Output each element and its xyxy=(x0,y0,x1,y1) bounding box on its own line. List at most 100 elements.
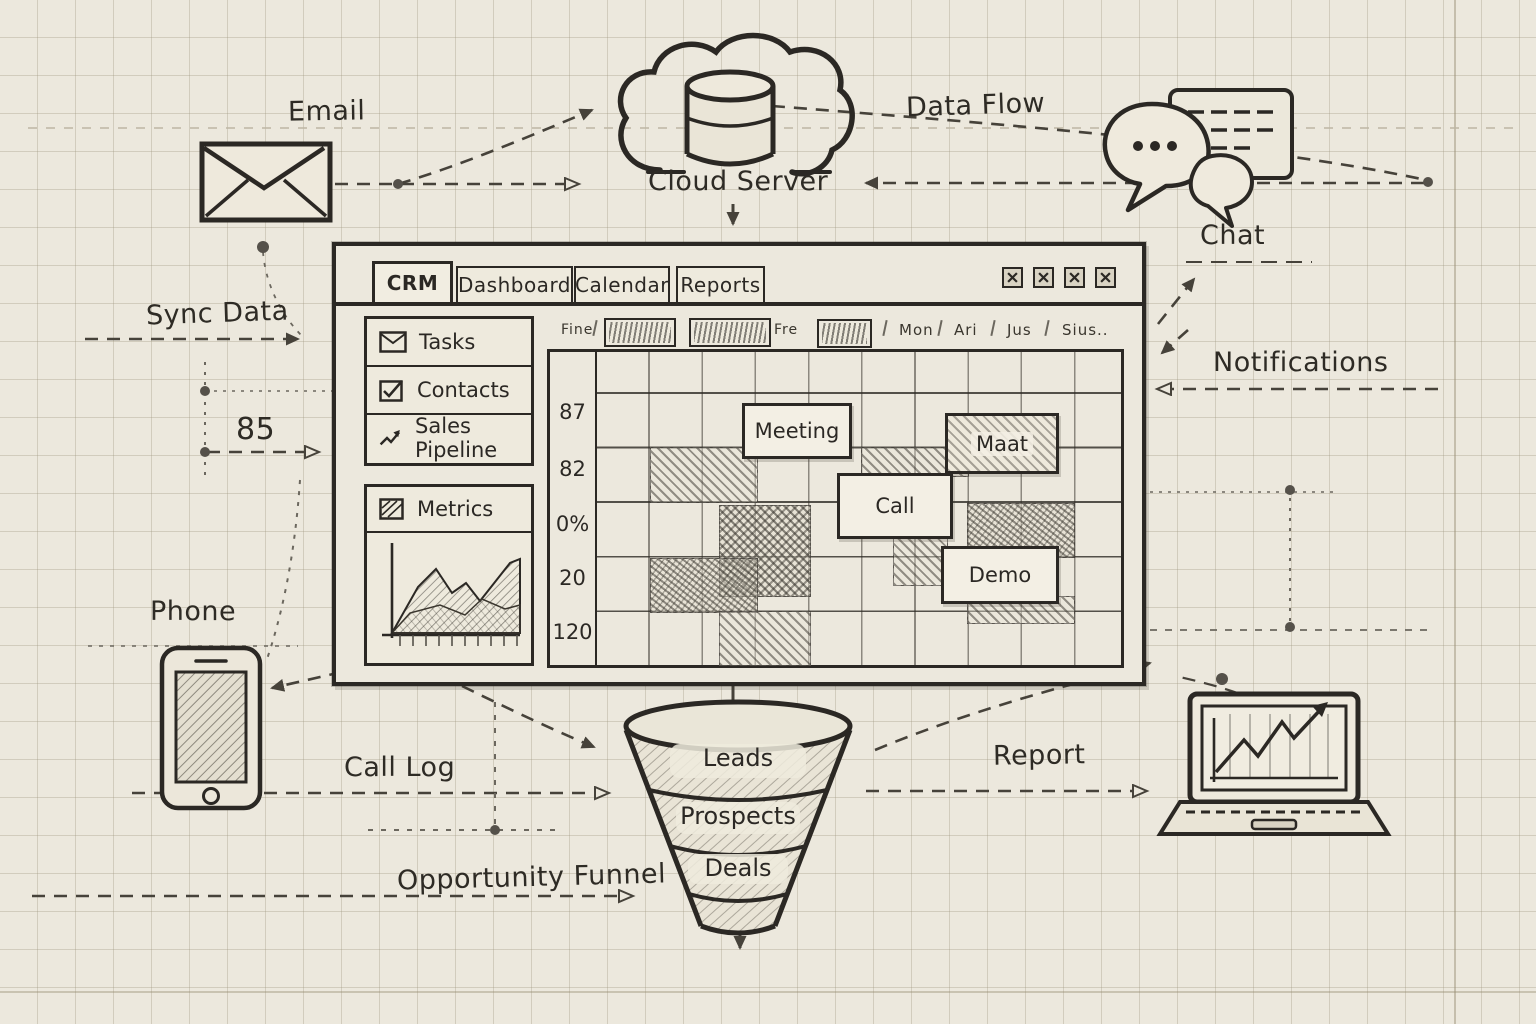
dimension-85-label: 85 xyxy=(236,412,276,447)
sidebar-item-metrics[interactable]: Metrics xyxy=(367,487,531,533)
sidebar-item-metrics-label: Metrics xyxy=(417,497,494,521)
calendar-row-label: 20 xyxy=(559,566,586,590)
chat-window-extra-arrow xyxy=(1160,329,1189,355)
calendar-row-label: 0% xyxy=(555,512,590,536)
toolbar-separator xyxy=(937,319,943,337)
funnel-stage-deals: Deals xyxy=(704,854,772,882)
tab-calendar[interactable]: Calendar xyxy=(574,266,670,304)
sidebar-item-contacts[interactable]: Contacts xyxy=(367,367,531,415)
tab-crm[interactable]: CRM xyxy=(372,261,453,305)
tab-dashboard[interactable]: Dashboard xyxy=(456,266,573,304)
phone-label: Phone xyxy=(150,596,237,627)
node-dot xyxy=(1216,673,1228,685)
call-log-label: Call Log xyxy=(344,752,456,783)
calendar-event-meeting[interactable]: Meeting xyxy=(742,403,852,459)
email-label: Email xyxy=(287,95,366,128)
calendar-grid: Meeting Maat Call Demo 87 82 0% 20 120 xyxy=(547,349,1124,668)
calendar-event-maat[interactable]: Maat xyxy=(945,413,1059,474)
calendar-row-label: 82 xyxy=(559,457,586,481)
envelope-icon xyxy=(379,331,407,353)
data-flow-label: Data Flow xyxy=(905,87,1046,124)
tab-crm-label: CRM xyxy=(386,271,439,295)
cloud-server-icon xyxy=(598,22,863,214)
calendar-hatched-cell xyxy=(719,611,811,666)
calendar-hatched-cell xyxy=(893,531,948,586)
tab-reports[interactable]: Reports xyxy=(676,266,765,304)
node-dot xyxy=(1423,177,1433,187)
tab-calendar-label: Calendar xyxy=(575,273,669,297)
sidebar-item-tasks-label: Tasks xyxy=(419,330,476,354)
calendar-columns: Meeting Maat Call Demo xyxy=(595,352,1121,666)
window-control-icon[interactable] xyxy=(1095,267,1116,288)
calendar-row-labels: 87 82 0% 20 120 xyxy=(550,352,597,665)
crm-application-window: CRM Dashboard Calendar Reports xyxy=(332,242,1146,686)
toolbar-day-mon[interactable]: Mon xyxy=(899,321,934,339)
opportunity-funnel: Leads Prospects Deals xyxy=(610,692,866,960)
event-label: Call xyxy=(875,494,915,518)
node-dot xyxy=(200,386,210,396)
report-label: Report xyxy=(992,739,1086,772)
node-dot xyxy=(1285,622,1295,632)
window-control-icon[interactable] xyxy=(1033,267,1054,288)
window-control-icon[interactable] xyxy=(1002,267,1023,288)
toolbar-day-ari[interactable]: Ari xyxy=(954,321,978,339)
calendar-hatched-cell xyxy=(650,558,758,613)
chat-bubbles-icon xyxy=(1092,82,1302,256)
email-down-curve xyxy=(262,251,303,337)
node-dot xyxy=(200,447,210,457)
trend-arrow-icon xyxy=(379,429,400,446)
toolbar-separator xyxy=(1044,319,1050,337)
toolbar-scribble-button[interactable] xyxy=(689,318,771,347)
phone-icon xyxy=(156,642,266,818)
sync-data-label: Sync Data xyxy=(145,295,290,332)
window-to-funnel-curve xyxy=(461,684,596,749)
funnel-to-window-curve xyxy=(874,660,1152,752)
event-label: Maat xyxy=(970,431,1034,456)
node-dot xyxy=(393,179,403,189)
metrics-area-chart xyxy=(382,543,521,646)
paper-rule-vertical xyxy=(1454,0,1456,1024)
left-curve-to-phone xyxy=(265,479,301,663)
toolbar-scribble-button[interactable] xyxy=(817,319,872,348)
sidebar-item-contacts-label: Contacts xyxy=(417,378,510,402)
checkbox-icon xyxy=(379,380,403,402)
notifications-label: Notifications xyxy=(1213,347,1389,378)
toolbar-day-jus[interactable]: Jus xyxy=(1007,321,1032,339)
metrics-hatch-icon xyxy=(379,498,404,520)
calendar-event-demo[interactable]: Demo xyxy=(941,546,1059,604)
calendar-hatched-cell xyxy=(650,447,758,503)
funnel-stage-prospects: Prospects xyxy=(680,802,796,830)
calendar-row-label: 87 xyxy=(559,400,586,424)
laptop-icon xyxy=(1152,688,1396,862)
cloud-server-label: Cloud Server xyxy=(648,166,829,197)
node-dot xyxy=(257,241,269,253)
window-control-icon[interactable] xyxy=(1064,267,1085,288)
email-envelope-icon xyxy=(198,140,334,228)
toolbar-fine-label: Fine xyxy=(561,322,594,338)
toolbar-separator xyxy=(882,319,888,337)
toolbar-day-sius[interactable]: Sius.. xyxy=(1062,321,1109,339)
sidebar-item-sales-pipeline[interactable]: Sales Pipeline xyxy=(367,414,531,462)
event-label: Meeting xyxy=(754,419,840,443)
tab-reports-label: Reports xyxy=(680,273,761,297)
window-to-phone-arrow xyxy=(270,670,343,692)
chat-to-window-arrow xyxy=(1156,277,1196,325)
node-dot xyxy=(1285,485,1295,495)
sidebar-item-tasks[interactable]: Tasks xyxy=(367,319,531,367)
event-label: Demo xyxy=(968,563,1032,587)
email-to-cloud-curve xyxy=(397,108,594,186)
data-flow-curve xyxy=(771,104,1427,182)
toolbar-scribble-button[interactable] xyxy=(604,318,676,347)
sidebar-metrics-panel: Metrics xyxy=(364,484,534,666)
sidebar-item-sales-pipeline-label: Sales Pipeline xyxy=(415,414,498,462)
paper-rule-horizontal xyxy=(0,991,1536,993)
node-dot xyxy=(490,825,500,835)
calendar-event-call[interactable]: Call xyxy=(837,473,953,539)
toolbar-fre-label: Fre xyxy=(774,322,799,338)
window-titlebar: CRM Dashboard Calendar Reports xyxy=(336,246,1142,306)
calendar-row-label: 120 xyxy=(552,620,593,644)
chat-label: Chat xyxy=(1200,220,1266,251)
sidebar-nav-panel: Tasks Contacts Sales Pipeline xyxy=(364,316,534,466)
